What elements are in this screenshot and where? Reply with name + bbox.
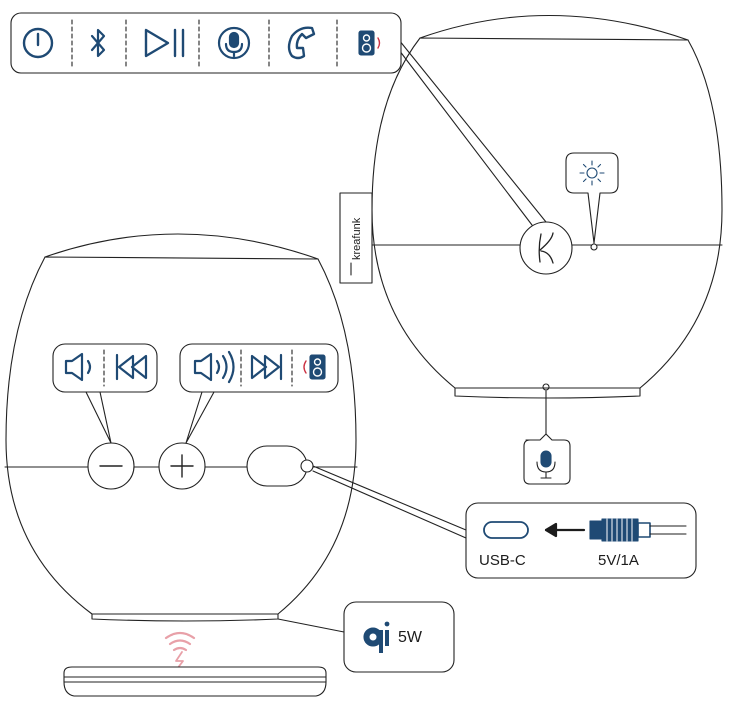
charging-pad-base [63,681,327,697]
plus-callout [179,343,339,444]
top-button-strip [10,12,402,74]
leader-top-2 [398,39,547,223]
play-pause-button[interactable] [144,28,185,58]
qi-wattage-label: 5W [398,629,423,646]
bluetooth-icon [90,28,106,58]
next-track-icon [250,353,283,381]
usb-c-label: USB-C [479,552,526,569]
right-speaker-mic-hole [542,383,550,391]
power-rating-label: 5V/1A [598,552,639,569]
top-button-strip-box [10,12,402,74]
power-plug-icon [589,518,687,542]
left-speaker-body [5,256,357,615]
plus-callout-box [179,343,339,393]
leader-top-1 [398,49,533,226]
volume-up-icon [193,350,235,384]
right-speaker [371,14,723,399]
status-light-callout-box [565,152,619,244]
qi-callout: 5W [343,601,455,673]
right-speaker-base [454,387,641,399]
status-light-callout [565,152,619,244]
power-button[interactable] [22,27,54,59]
k-logo-icon [538,232,554,264]
plus-icon [170,454,194,478]
right-speaker-body [371,37,723,389]
right-speaker-top-cap [419,14,689,41]
side-tag-box [339,192,373,284]
logo-button[interactable] [519,221,573,275]
usb-leader-2 [312,470,467,539]
speaker-icon [358,30,381,56]
stereo-pairing-button[interactable] [358,30,381,56]
power-icon [22,27,54,59]
qi-callout-box [343,601,455,673]
qi-leader [277,618,345,633]
status-light [590,243,598,251]
charging-pad-body [63,666,327,683]
usb-port-indicator [300,459,314,473]
voice-assistant-button[interactable] [217,26,251,60]
left-speaker-top-cap [44,233,319,260]
minus-callout [52,343,158,444]
microphone-icon [217,26,251,60]
minus-callout-box [52,343,158,393]
usb-port-cover[interactable] [246,445,308,487]
usb-leader-1 [312,465,467,531]
left-speaker-base [91,613,279,622]
microphone-callout [523,390,571,485]
call-button[interactable] [287,26,316,60]
speaker-pairing-icon [303,354,326,380]
bluetooth-button[interactable] [90,28,106,58]
play-pause-icon [144,28,185,58]
microphone-icon [536,450,556,479]
charging-pad [63,666,327,697]
side-tag: kreafunk [339,192,373,284]
wireless-charging-icon [164,631,196,670]
plus-callout-pointer [185,391,215,444]
sun-light-icon [579,160,605,186]
qi-icon [363,621,390,653]
minus-callout-pointer [85,391,112,444]
volume-down-icon [64,352,92,382]
side-tag-text: kreafunk [351,217,363,260]
strip-dividers [71,19,338,69]
usb-callout: USB-C 5V/1A [465,502,697,579]
phone-icon [287,26,316,60]
left-speaker [4,233,358,622]
arrow-left-icon [544,522,586,538]
usb-c-port-icon [483,521,529,539]
previous-track-icon [115,353,148,381]
